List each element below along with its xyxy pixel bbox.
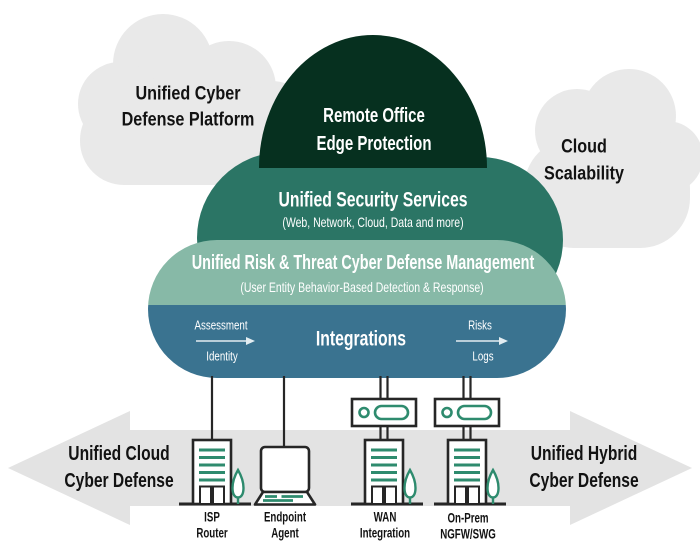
bottom-left-label-line2: Cyber Defense bbox=[64, 470, 174, 492]
identity-label: Identity bbox=[206, 348, 238, 364]
risks-logs-arrow-icon bbox=[456, 337, 508, 345]
risk-band-title: Unified Risk & Threat Cyber Defense Mana… bbox=[191, 252, 535, 274]
device-label-wan-line1: WAN bbox=[373, 509, 397, 525]
edge-protection-dome bbox=[259, 35, 487, 168]
assessment-label: Assessment bbox=[194, 317, 248, 333]
bottom-left-label-line1: Unified Cloud bbox=[68, 443, 170, 465]
device-label-wan-line2: Integration bbox=[359, 525, 411, 541]
security-band-subtitle: (Web, Network, Cloud, Data and more) bbox=[282, 214, 464, 230]
risks-label: Risks bbox=[468, 317, 492, 333]
left-cloud-label-line1: Unified Cyber bbox=[135, 83, 241, 105]
bidirectional-arrow bbox=[8, 411, 692, 525]
device-label-onprem-line1: On-Prem bbox=[447, 510, 489, 526]
device-label-onprem-line2: NGFW/SWG bbox=[440, 526, 496, 542]
right-cloud-label-line1: Cloud bbox=[561, 136, 607, 158]
logs-label: Logs bbox=[472, 348, 494, 364]
bottom-right-label-line2: Cyber Defense bbox=[529, 470, 639, 492]
bottom-right-label-line1: Unified Hybrid bbox=[530, 443, 638, 465]
wan-appliance-icon bbox=[350, 397, 418, 428]
risk-band bbox=[148, 240, 566, 305]
security-band-title: Unified Security Services bbox=[278, 188, 468, 212]
assessment-identity-arrow-icon bbox=[196, 337, 255, 345]
integrations-title: Integrations bbox=[315, 327, 407, 351]
device-label-endpoint-line2: Agent bbox=[271, 525, 299, 541]
dome-label-line1: Remote Office bbox=[323, 105, 425, 127]
central-cloud bbox=[148, 35, 566, 378]
device-label-isp-line1: ISP bbox=[204, 509, 220, 525]
left-cloud-label-line2: Defense Platform bbox=[121, 109, 255, 131]
risk-band-subtitle: (User Entity Behavior-Based Detection & … bbox=[240, 279, 484, 295]
right-cloud-label-line2: Scalability bbox=[544, 163, 624, 185]
device-label-endpoint-line1: Endpoint bbox=[263, 509, 307, 525]
endpoint-laptop-icon bbox=[253, 445, 317, 506]
onprem-appliance-icon bbox=[433, 397, 501, 428]
right-cloud bbox=[524, 69, 700, 248]
dome-label-line2: Edge Protection bbox=[316, 133, 432, 155]
security-band bbox=[283, 168, 480, 240]
device-label-isp-line2: Router bbox=[196, 525, 228, 541]
